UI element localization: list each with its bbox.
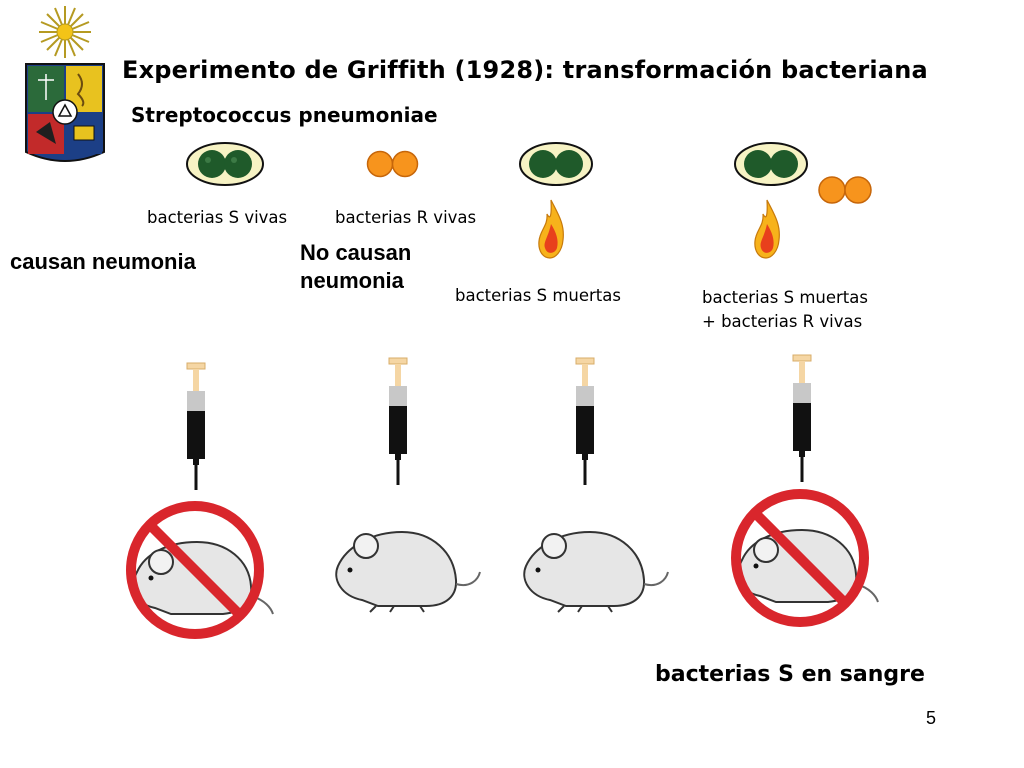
outcome-no-pneumonia-line1: No causan (300, 240, 412, 265)
dead-mouse-icon (731, 489, 879, 627)
outcome-causes-pneumonia: causan neumonia (10, 249, 196, 274)
page-number: 5 (926, 708, 937, 728)
r-bacteria-icon (818, 176, 872, 204)
label-s-live: bacterias S vivas (147, 208, 288, 227)
label-s-dead-plus-r-live: bacterias S muertas + bacterias R vivas (702, 286, 868, 334)
s-bacteria-icon (519, 142, 593, 186)
live-mouse-icon (523, 530, 669, 613)
s-bacteria-live-icon (186, 142, 264, 186)
dead-mouse-icon (126, 501, 274, 639)
syringe-icon (575, 357, 595, 485)
r-bacteria-live-icon (366, 150, 419, 178)
university-crest-logo (25, 6, 105, 162)
live-mouse-icon (335, 530, 481, 613)
syringe-icon (186, 362, 206, 490)
s-bacteria-icon (734, 142, 808, 186)
result-s-bacteria-in-blood: bacterias S en sangre (655, 662, 925, 687)
outcome-no-pneumonia: No causan neumonia (300, 239, 411, 295)
label-s-dead: bacterias S muertas (455, 286, 621, 305)
syringe-icon (792, 354, 812, 482)
slide-subtitle: Streptococcus pneumoniae (131, 103, 438, 127)
outcome-no-pneumonia-line2: neumonia (300, 268, 404, 293)
label-mix-line2: + bacterias R vivas (702, 312, 863, 331)
label-mix-line1: bacterias S muertas (702, 288, 868, 307)
flame-icon (538, 199, 564, 259)
syringe-icon (388, 357, 408, 485)
label-r-live: bacterias R vivas (335, 208, 477, 227)
flame-icon (754, 199, 780, 259)
slide-title: Experimento de Griffith (1928): transfor… (122, 56, 928, 84)
